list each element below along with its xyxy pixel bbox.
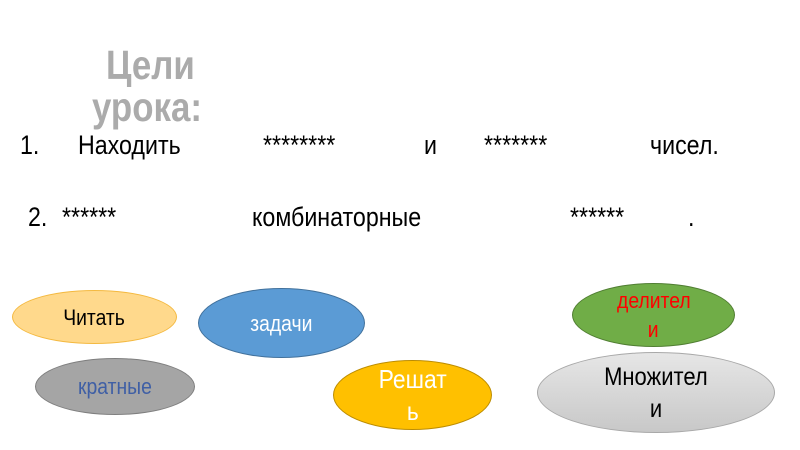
title-line-1: Цели (106, 42, 195, 88)
word-card-label: Читать (63, 304, 126, 330)
goal-2-word: комбинаторные (252, 202, 422, 232)
word-card-chitat[interactable]: Читать (12, 290, 177, 344)
word-card-label-line2: ь (406, 396, 419, 426)
word-card-label: кратные (78, 374, 152, 399)
goal-1-verb: Находить (78, 130, 181, 160)
word-card-label-line1: делител (616, 288, 691, 313)
goal-1-blank-1: ******** (263, 130, 336, 160)
word-card-kratnye[interactable]: кратные (35, 358, 195, 415)
word-card-label: задачи (250, 310, 313, 336)
word-card-mnozhiteli[interactable]: Множител и (537, 352, 775, 433)
goal-1-number: 1. (20, 130, 40, 160)
goal-2-blank-2: ****** (570, 202, 625, 232)
goal-2-number: 2. (28, 202, 48, 232)
goal-2-end: . (688, 202, 695, 232)
goal-1-end: чисел. (650, 130, 719, 160)
goal-2-blank-1: ****** (62, 202, 117, 232)
word-card-label-line2: и (648, 317, 659, 342)
word-card-reshat[interactable]: Решат ь (333, 360, 492, 430)
goal-1-blank-2: ******* (484, 130, 548, 160)
word-card-zadachi[interactable]: задачи (198, 288, 365, 358)
goal-1-and: и (424, 130, 437, 160)
word-card-label-line1: Множител (604, 362, 708, 391)
word-card-deliteli[interactable]: делител и (572, 283, 735, 347)
title-line-2: урока: (92, 84, 202, 130)
word-card-label-line2: и (649, 394, 663, 423)
word-card-label-line1: Решат (378, 364, 447, 394)
